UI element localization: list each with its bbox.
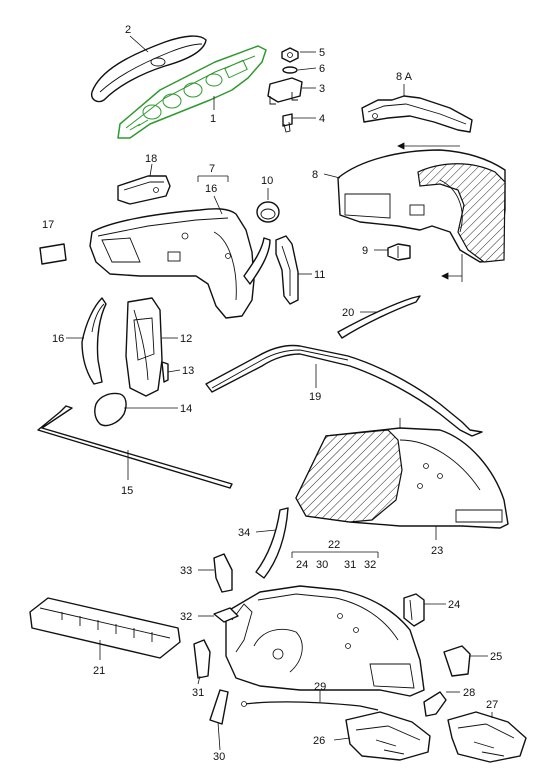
- part-29-cable: [241, 701, 379, 711]
- part-33-bracket: [213, 553, 233, 593]
- callout-29: 29: [314, 681, 326, 693]
- callout-31: 31: [192, 687, 204, 699]
- callout-11: 11: [314, 269, 325, 281]
- part-34-c-pillar-strip: [255, 507, 289, 579]
- callout-20: 20: [342, 307, 354, 319]
- part-18-bracket: [117, 175, 171, 205]
- part-22-rear-inner-panel: [225, 585, 425, 697]
- callout-28: 28: [463, 687, 475, 699]
- part-17-cover-plate: [39, 243, 67, 265]
- part-3-bracket: [267, 77, 303, 105]
- part-16-a-pillar: [81, 297, 107, 385]
- part-8a-cross-member: [361, 95, 473, 133]
- callout-30: 30: [213, 751, 225, 763]
- leader-lines: [66, 35, 493, 751]
- callout-22-sub-31: 31: [344, 559, 356, 571]
- callout-1: 1: [210, 113, 216, 125]
- part-5-nut: [281, 47, 299, 63]
- part-27-rear-bumper-mount: [447, 711, 527, 763]
- callout-16-upper: 16: [205, 183, 217, 195]
- callout-26: 26: [313, 735, 325, 747]
- part-23-rear-quarter-panel: [295, 418, 509, 529]
- callout-6: 6: [319, 63, 325, 75]
- part-26-rear-bumper-mount: [345, 711, 431, 761]
- part-14-corner-cover: [94, 392, 127, 427]
- callout-24: 24: [448, 599, 460, 611]
- callout-3: 3: [319, 83, 325, 95]
- callout-22-sub-32: 32: [364, 559, 376, 571]
- part-11-strip: [243, 237, 271, 285]
- callout-8: 8: [312, 169, 318, 181]
- callout-10: 10: [261, 175, 273, 187]
- callout-labels: 1 2 3 4 5 6 7 16 8 A 8 9 10 11 12 13 14 …: [42, 24, 502, 763]
- callout-27: 27: [486, 699, 498, 711]
- callout-21: 21: [93, 665, 105, 677]
- callout-5: 5: [319, 47, 325, 59]
- callout-19: 19: [309, 391, 321, 403]
- callout-18: 18: [145, 153, 157, 165]
- callout-34: 34: [238, 527, 250, 539]
- callout-15: 15: [121, 485, 133, 497]
- callout-33: 33: [180, 565, 192, 577]
- part-21-rocker-sill: [29, 597, 181, 659]
- callout-17: 17: [42, 219, 54, 231]
- callout-8a: 8 A: [396, 71, 413, 83]
- part-19-roof-frame: [205, 344, 483, 437]
- part-12-pillar-box: [125, 297, 163, 397]
- part-31-reinforcement: [193, 639, 211, 679]
- part-28-bracket: [423, 691, 447, 717]
- callout-9: 9: [362, 245, 368, 257]
- part-11-pillar-reinforcement: [275, 235, 299, 305]
- callout-22-sub-30: 30: [316, 559, 328, 571]
- part-16-front-inner-structure: [89, 208, 255, 319]
- part-2-dash-top-cover: [90, 35, 207, 103]
- part-32-gusset: [213, 607, 239, 623]
- part-20-trim-strip: [337, 295, 421, 339]
- callout-22-sub-24: 24: [296, 559, 308, 571]
- part-13-clip-strip: [161, 361, 169, 383]
- part-15-drain-rod: [37, 405, 233, 489]
- part-6-washer: [282, 66, 298, 74]
- callout-23: 23: [431, 545, 443, 557]
- part-8-front-inner-panel: [337, 142, 506, 282]
- callout-22: 22: [328, 539, 340, 551]
- part-24-rear-bracket: [403, 593, 425, 627]
- callout-32: 32: [180, 611, 192, 623]
- callout-7: 7: [209, 163, 215, 175]
- callout-14: 14: [180, 403, 192, 415]
- part-4-bolt: [282, 113, 293, 133]
- part-25-mount: [443, 645, 471, 677]
- callout-2: 2: [125, 24, 131, 36]
- part-10-grommet: [256, 201, 280, 223]
- callout-25: 25: [490, 651, 502, 663]
- callout-16-left: 16: [52, 333, 64, 345]
- callout-13: 13: [182, 365, 194, 377]
- part-1-dashboard-panel: [117, 45, 267, 139]
- callout-12: 12: [180, 333, 192, 345]
- part-30-strut: [209, 689, 229, 725]
- part-9-clip: [387, 243, 411, 261]
- callout-4: 4: [319, 113, 325, 125]
